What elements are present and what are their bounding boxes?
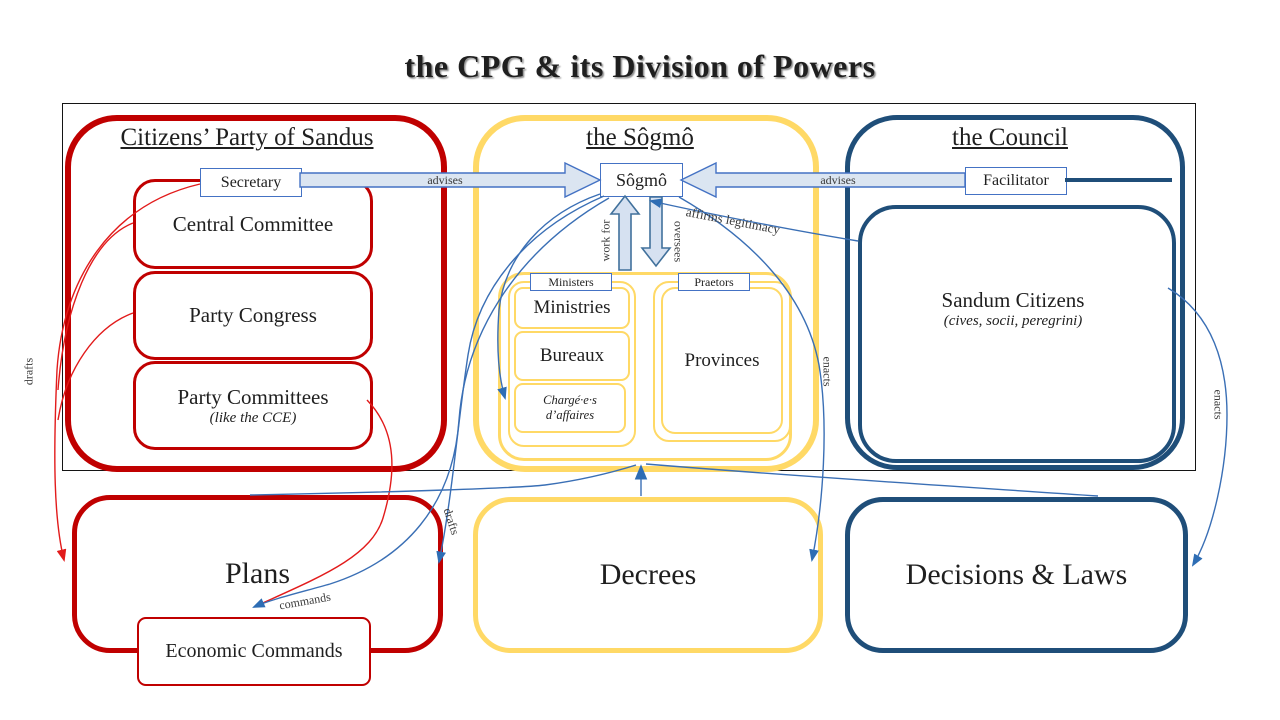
charges-daffaires-label: Chargé·e·s d’affaires [543, 393, 597, 422]
bureaux-label: Bureaux [539, 345, 605, 366]
party-congress-box: Party Congress [133, 271, 373, 360]
central-committee-label: Central Committee [172, 211, 334, 236]
praetors-tag-label: Praetors [694, 274, 734, 289]
enacts-sogmo-label: enacts [820, 356, 835, 387]
party-committees-label: Party Committees [177, 384, 329, 409]
bureaux-box: Bureaux [514, 331, 630, 381]
diagram-title: the CPG & its Division of Powers [404, 48, 876, 84]
ministries-label: Ministries [533, 297, 611, 318]
provinces-box: Provinces [661, 287, 783, 434]
citizens-label: Sandum Citizens [941, 288, 1085, 312]
sogmo-label: Sôgmô [615, 169, 667, 190]
decisions-laws-label: Decisions & Laws [905, 558, 1128, 591]
facilitator-label: Facilitator [983, 172, 1049, 189]
council-section-title: the Council [952, 124, 1068, 151]
facilitator-box: Facilitator [965, 167, 1067, 195]
work-for-label: work for [598, 219, 613, 262]
charges-daffaires-box: Chargé·e·s d’affaires [514, 383, 626, 433]
ministers-tag-label: Ministers [548, 274, 594, 289]
economic-commands-box: Economic Commands [137, 617, 371, 686]
citizens-note: (cives, socii, peregrini) [943, 313, 1083, 329]
citizens-box [858, 205, 1176, 463]
decrees-label: Decrees [599, 558, 697, 591]
drafts-party-label: drafts [21, 357, 36, 386]
plans-label: Plans [224, 557, 290, 590]
ministers-tag: Ministers [530, 273, 612, 291]
sogmo-box: Sôgmô [600, 163, 683, 197]
advises-right-label: advises [820, 173, 856, 187]
economic-commands-label: Economic Commands [165, 640, 343, 662]
party-section-title: Citizens’ Party of Sandus [120, 124, 374, 151]
secretary-label: Secretary [220, 173, 282, 191]
provinces-label: Provinces [684, 349, 760, 371]
party-congress-label: Party Congress [189, 303, 317, 327]
decisions-laws-box: Decisions & Laws [845, 497, 1188, 653]
party-committees-note: (like the CCE) [209, 409, 297, 426]
advises-left-label: advises [427, 173, 463, 187]
ministries-box: Ministries [514, 287, 630, 329]
enacts-council-label: enacts [1211, 389, 1226, 420]
oversees-label: oversees [671, 220, 686, 263]
decrees-box: Decrees [473, 497, 823, 653]
party-committees-box: Party Committees (like the CCE) [133, 361, 373, 450]
citizens-text: Sandum Citizens (cives, socii, peregrini… [880, 288, 1146, 330]
secretary-box: Secretary [200, 168, 302, 197]
sogmo-section-title: the Sôgmô [586, 124, 694, 151]
praetors-tag: Praetors [678, 273, 750, 291]
